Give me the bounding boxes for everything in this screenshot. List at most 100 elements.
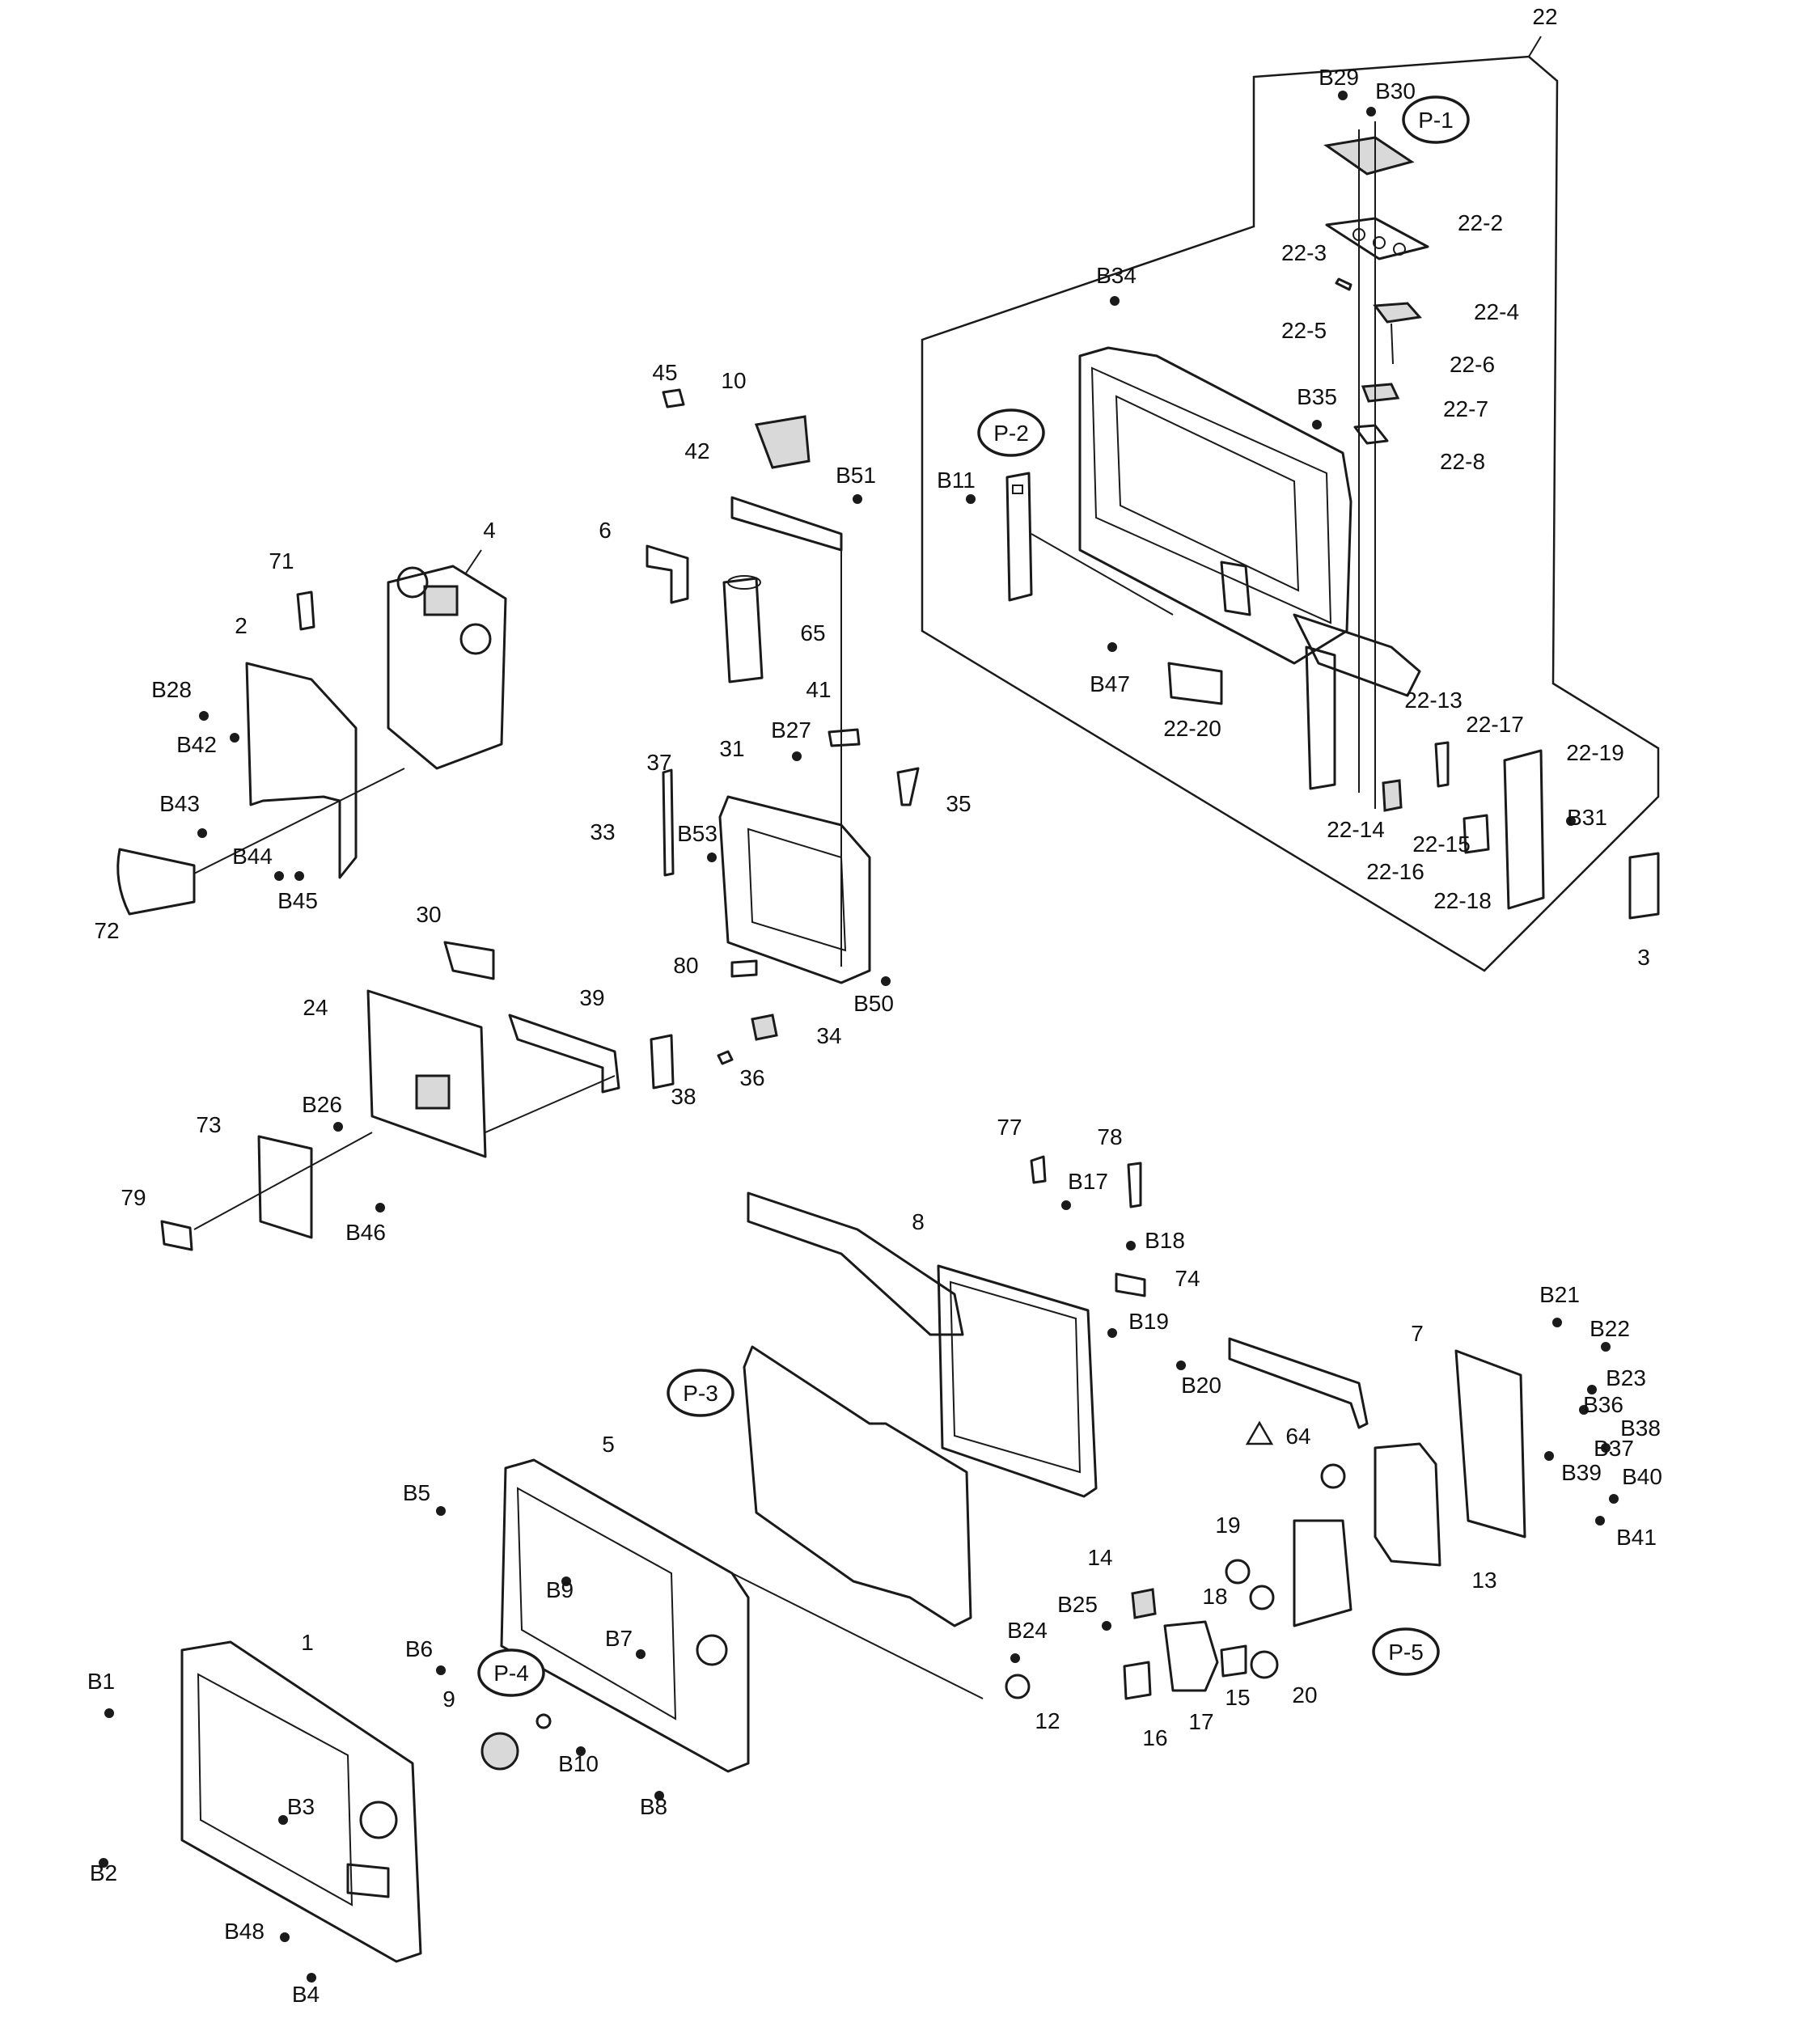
callout-22-14: 22-14: [1327, 817, 1385, 842]
callout-label: B39: [1561, 1460, 1602, 1485]
callout-22-20: 22-20: [1163, 716, 1221, 741]
callout-b37: B37: [1594, 1436, 1634, 1461]
callout-label: 6: [599, 518, 612, 543]
battery-door-22-19: [1503, 749, 1545, 910]
callout-38: 38: [671, 1084, 696, 1109]
callout-circle: [667, 1369, 734, 1417]
callout-label: 8: [912, 1209, 925, 1234]
callout-label: B42: [176, 732, 217, 757]
callout-label: 1: [301, 1630, 314, 1655]
bracket-39: [508, 1014, 620, 1094]
callout-circle: [1402, 95, 1470, 144]
callout-36: 36: [739, 1065, 764, 1090]
callout-22-18: 22-18: [1433, 888, 1492, 913]
screw-5: [1107, 642, 1117, 652]
callout-b35: B35: [1297, 384, 1337, 409]
callout-b36: B36: [1583, 1392, 1623, 1417]
callout-b29: B29: [1319, 65, 1359, 90]
callout-label: B35: [1297, 384, 1337, 409]
callout-b21: B21: [1539, 1282, 1580, 1307]
callout-22-15: 22-15: [1412, 832, 1471, 857]
screw-10: [197, 828, 207, 838]
callout-label: 22-4: [1474, 299, 1519, 324]
callout-b5: B5: [403, 1480, 430, 1505]
callout-b20: B20: [1181, 1373, 1221, 1398]
dial-9: [480, 1732, 519, 1771]
callout-41: 41: [806, 677, 831, 702]
callout-label: 74: [1175, 1266, 1200, 1291]
callout-label: 38: [671, 1084, 696, 1109]
callout-label: 5: [602, 1432, 615, 1457]
callout-42: 42: [684, 438, 709, 463]
callout-label: 22-18: [1433, 888, 1492, 913]
callout-b45: B45: [277, 888, 318, 913]
screw-9: [230, 733, 239, 743]
callout-label: 37: [646, 750, 671, 775]
front-cover-1: [180, 1640, 422, 1963]
callout-label: B40: [1622, 1464, 1662, 1489]
tape-72: [116, 848, 196, 916]
callout-b2: B2: [90, 1860, 117, 1885]
callout-label: P-5: [1388, 1640, 1424, 1665]
callout-b43: B43: [159, 791, 200, 816]
callout-label: B17: [1068, 1169, 1108, 1194]
callout-22-3: 22-3: [1281, 240, 1327, 265]
screw-2: [1110, 296, 1120, 306]
callout-b25: B25: [1057, 1592, 1098, 1617]
screw-37: [1102, 1621, 1111, 1631]
callout-22-8: 22-8: [1440, 449, 1485, 474]
callout-b26: B26: [302, 1092, 342, 1117]
callout-label: P-4: [493, 1661, 529, 1686]
callout-p-1: P-1: [1402, 95, 1470, 144]
callout-b17: B17: [1068, 1169, 1108, 1194]
callout-label: B48: [224, 1919, 265, 1944]
callout-label: 22: [1532, 4, 1557, 29]
spring-36: [717, 1050, 734, 1065]
callout-label: B11: [937, 468, 976, 493]
callout-label: B53: [677, 821, 718, 846]
callout-label: 9: [442, 1686, 455, 1712]
label-22-20: [1167, 662, 1223, 705]
screw-30: [436, 1506, 446, 1516]
callout-22-4: 22-4: [1474, 299, 1519, 324]
dpad-17: [1163, 1620, 1219, 1692]
callout-b9: B9: [546, 1577, 574, 1602]
screw-19: [1126, 1241, 1136, 1251]
sheet-73: [257, 1135, 313, 1239]
callout-b40: B40: [1622, 1464, 1662, 1489]
dial-12: [1005, 1674, 1031, 1699]
ring-p4: [535, 1713, 552, 1729]
callout-label: B10: [558, 1751, 599, 1776]
callout-79: 79: [121, 1185, 146, 1210]
callout-b24: B24: [1007, 1618, 1048, 1643]
callout-label: 36: [739, 1065, 764, 1090]
latch-22-14: [1382, 779, 1403, 812]
callout-b47: B47: [1090, 671, 1130, 696]
callout-label: 3: [1637, 945, 1650, 970]
screw-31: [561, 1576, 571, 1586]
callout-label: 22-14: [1327, 817, 1385, 842]
callout-label: 79: [121, 1185, 146, 1210]
button-20: [1250, 1650, 1279, 1679]
callout-label: 22-5: [1281, 318, 1327, 343]
callout-label: B7: [605, 1626, 633, 1651]
callout-15: 15: [1225, 1685, 1250, 1710]
button-19: [1225, 1559, 1251, 1585]
callout-label: 17: [1188, 1709, 1213, 1734]
screw-14: [707, 853, 717, 862]
screw-22: [1552, 1318, 1562, 1327]
screw-25: [1579, 1405, 1589, 1415]
callout-34: 34: [816, 1023, 841, 1048]
callout-b23: B23: [1606, 1365, 1646, 1390]
callout-22: 22: [1532, 4, 1557, 29]
callout-37: 37: [646, 750, 671, 775]
callout-label: B20: [1181, 1373, 1221, 1398]
callout-label: B27: [771, 717, 811, 743]
screw-7: [853, 494, 862, 504]
callout-b27: B27: [771, 717, 811, 743]
screw-4: [966, 494, 976, 504]
callout-b50: B50: [853, 991, 894, 1016]
callout-label: P-2: [993, 421, 1029, 446]
screw-35: [654, 1791, 664, 1801]
callout-label: B31: [1567, 805, 1607, 830]
